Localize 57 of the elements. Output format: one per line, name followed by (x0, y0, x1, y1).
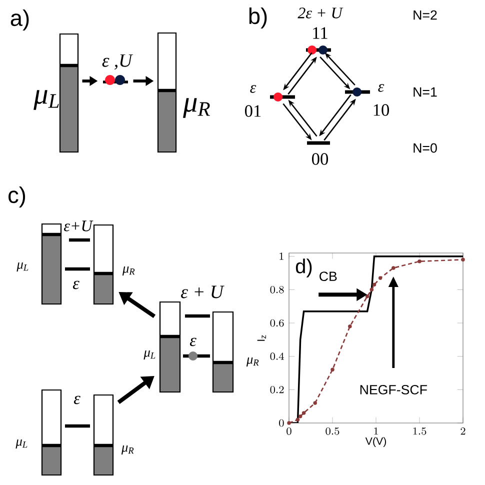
energy-label: ε + U (181, 286, 224, 298)
state-label: 11 (313, 27, 328, 39)
point (287, 421, 291, 425)
panel-label: b) (249, 7, 267, 29)
energy-label: 2ε + U (298, 8, 344, 18)
point (296, 418, 300, 422)
point (348, 324, 352, 328)
y-axis-title: I$_{z}$ (257, 335, 266, 341)
energy-label: ε (74, 396, 80, 404)
point (365, 294, 370, 298)
point (302, 411, 306, 415)
point (313, 401, 317, 405)
annotation-text: NEGF-SCF (360, 384, 427, 394)
point (372, 282, 376, 287)
annotation-text: CB (320, 272, 337, 282)
point (298, 414, 302, 418)
energy-label: ε (378, 84, 384, 92)
potential-label: μ$_{R}$ (183, 98, 210, 118)
energy-label: μ$_{L}$ (16, 440, 28, 448)
point (378, 276, 382, 280)
energy-label: ε (190, 338, 196, 346)
state-label: 01 (245, 105, 261, 117)
point (418, 259, 422, 264)
energy-label: ε ,U (102, 54, 134, 70)
x-tick-label: 0.5 (326, 428, 340, 435)
potential-label: μ$_{L}$ (34, 90, 59, 110)
energy-label: μ$_{L}$ (144, 350, 156, 360)
y-tick-label: 0.8 (270, 286, 284, 294)
energy-label: ε (72, 280, 80, 290)
y-tick-label: 0.4 (270, 352, 284, 360)
point (330, 368, 334, 372)
panel-label: a) (10, 9, 29, 31)
energy-label: ε+U (64, 220, 94, 232)
point (370, 288, 374, 292)
energy-label: μ$_{R}$ (121, 446, 134, 454)
x-tick-label: 0 (286, 428, 292, 435)
state-label: 00 (312, 153, 328, 165)
energy-label: ε (250, 85, 256, 93)
x-tick-label: 2 (460, 428, 466, 435)
y-tick-label: 0.6 (270, 319, 284, 327)
x-axis-title: V(V) (365, 437, 386, 448)
energy-label: μ$_{R}$ (122, 266, 135, 276)
particle-number-label: N=0 (414, 143, 437, 153)
point (392, 266, 396, 270)
y-tick-label: 0 (279, 419, 284, 427)
y-tick-label: 0.2 (270, 386, 284, 394)
y-tick-label: 1 (280, 252, 284, 260)
state-label: 10 (374, 104, 390, 116)
energy-label: μ$_{R}$ (246, 358, 259, 366)
energy-label: μ$_{L}$ (16, 262, 28, 272)
point (461, 258, 465, 262)
x-tick-label: 1 (374, 428, 378, 435)
panel-label: c) (8, 186, 26, 208)
panel-label: d) (296, 258, 312, 278)
particle-number-label: N=2 (414, 10, 437, 20)
particle-number-label: N=1 (414, 87, 437, 97)
x-tick-label: 1 .5 (413, 428, 426, 435)
